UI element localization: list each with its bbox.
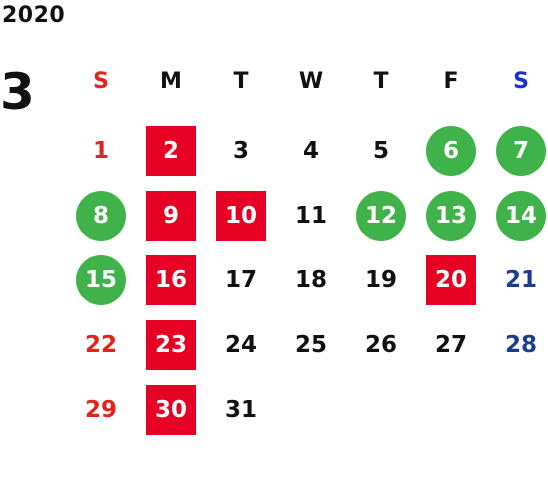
calendar-day-red-marked[interactable]: 16 <box>146 255 196 305</box>
calendar-day[interactable]: 25 <box>294 332 327 358</box>
calendar-week-row: 22 23 24 25 26 27 28 <box>66 319 548 371</box>
calendar-day[interactable]: 4 <box>302 138 319 164</box>
month-number: 3 <box>0 63 35 121</box>
calendar-day-red-marked[interactable]: 10 <box>216 191 266 241</box>
year-label: 2020 <box>2 3 66 28</box>
calendar-week-row: 1 2 3 4 5 6 7 <box>66 125 548 177</box>
calendar-day[interactable]: 21 <box>504 267 537 293</box>
weekday-sunday: S <box>93 68 109 94</box>
calendar-week-row: 8 9 10 11 12 13 14 <box>66 190 548 242</box>
calendar-day <box>496 385 546 435</box>
calendar-day-green-marked[interactable]: 6 <box>426 126 476 176</box>
calendar-day-red-marked[interactable]: 23 <box>146 320 196 370</box>
calendar-week-row: 29 30 31 <box>66 384 548 436</box>
weekday-monday: M <box>160 68 182 94</box>
calendar-day[interactable]: 17 <box>224 267 257 293</box>
calendar-day <box>356 385 406 435</box>
calendar-day <box>426 385 476 435</box>
calendar-day[interactable]: 18 <box>294 267 327 293</box>
calendar-week-row: 15 16 17 18 19 20 21 <box>66 254 548 306</box>
calendar-day[interactable]: 28 <box>504 332 537 358</box>
calendar-day[interactable]: 5 <box>372 138 389 164</box>
calendar-day[interactable]: 24 <box>224 332 257 358</box>
calendar-day-green-marked[interactable]: 14 <box>496 191 546 241</box>
weekday-tuesday: T <box>233 68 249 94</box>
calendar-day[interactable]: 29 <box>84 397 117 423</box>
calendar-day[interactable]: 1 <box>92 138 109 164</box>
calendar-day[interactable]: 26 <box>364 332 397 358</box>
calendar-day-red-marked[interactable]: 9 <box>146 191 196 241</box>
calendar-day-red-marked[interactable]: 2 <box>146 126 196 176</box>
calendar-day-red-marked[interactable]: 20 <box>426 255 476 305</box>
calendar-day-green-marked[interactable]: 13 <box>426 191 476 241</box>
calendar-day <box>286 385 336 435</box>
calendar-day-green-marked[interactable]: 8 <box>76 191 126 241</box>
weekday-header-row: S M T W T F S <box>66 62 548 100</box>
calendar-day[interactable]: 31 <box>224 397 257 423</box>
calendar-day[interactable]: 19 <box>364 267 397 293</box>
calendar-day[interactable]: 27 <box>434 332 467 358</box>
calendar-day-green-marked[interactable]: 7 <box>496 126 546 176</box>
calendar-day[interactable]: 11 <box>294 203 327 229</box>
weekday-thursday: T <box>373 68 389 94</box>
weekday-friday: F <box>443 68 459 94</box>
calendar-day-green-marked[interactable]: 12 <box>356 191 406 241</box>
calendar-day-green-marked[interactable]: 15 <box>76 255 126 305</box>
weekday-wednesday: W <box>298 68 324 94</box>
calendar-day[interactable]: 22 <box>84 332 117 358</box>
weekday-saturday: S <box>513 68 529 94</box>
calendar-day-red-marked[interactable]: 30 <box>146 385 196 435</box>
calendar-day[interactable]: 3 <box>232 138 249 164</box>
